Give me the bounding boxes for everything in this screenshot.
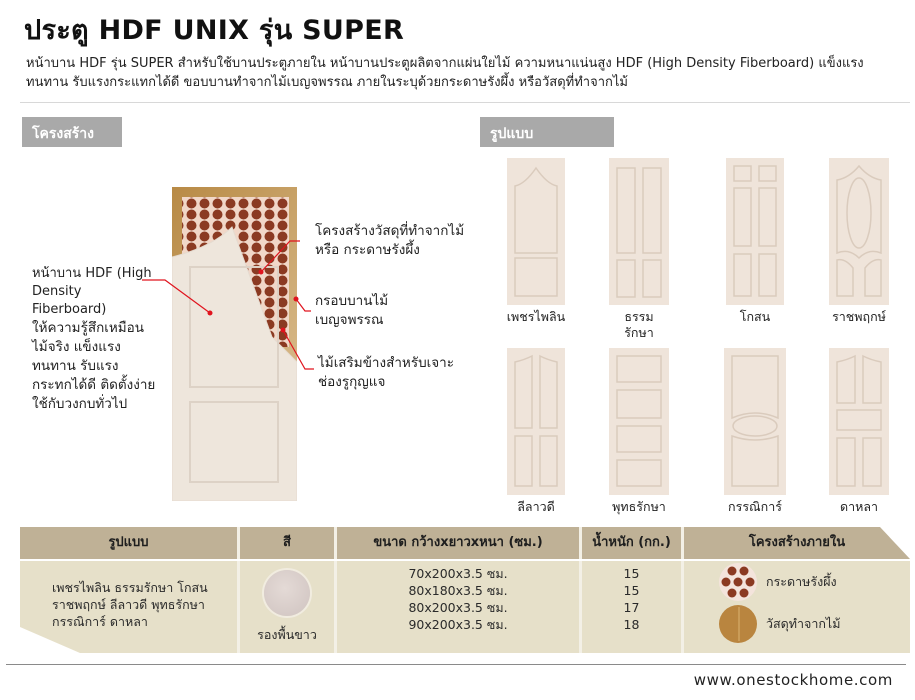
style-label: พุทธรักษา [612, 499, 666, 514]
header-color: สี [240, 527, 337, 559]
cutaway-door-illustration [172, 187, 297, 501]
website-url: www.onestockhome.com [693, 671, 893, 689]
size-value: 80x180x3.5 ซม. [408, 583, 508, 598]
models-line: กรรณิการ์ ดาหลา [52, 614, 148, 629]
callout-hdf-desc: ให้ความรู้สึกเหมือนไม้จริง แข็งแรง ทนทาน… [32, 320, 156, 412]
spec-table: รูปแบบ สี ขนาด กว้างxยาวxหนา (ซม.) น้ำหน… [20, 527, 910, 653]
callout-frame: กรอบบานไม้เบญจพรรณ [315, 293, 389, 328]
cell-color: รองพื้นขาว [240, 561, 337, 653]
callout-hdf-skin: หน้าบาน HDF (High Density Fiberboard) ให… [32, 265, 157, 414]
section-label-structure: โครงสร้าง [22, 117, 122, 147]
color-swatch-primer-white [264, 570, 310, 616]
door-arch-2panel-image [507, 158, 565, 305]
divider [20, 102, 910, 103]
honeycomb-icon [718, 562, 758, 602]
door-arch-5panel-image [829, 348, 889, 495]
header-size: ขนาด กว้างxยาวxหนา (ซม.) [337, 527, 582, 559]
wood-icon [718, 604, 758, 644]
intro-paragraph: หน้าบาน HDF รุ่น SUPER สำหรับใช้บานประตู… [26, 56, 864, 90]
structure-wood: วัสดุทำจากไม้ [684, 603, 910, 645]
weight-value: 17 [623, 600, 640, 615]
style-phuttharaksa: พุทธรักษา [589, 348, 689, 515]
cell-sizes: 70x200x3.5 ซม. 80x180x3.5 ซม. 80x200x3.5… [337, 561, 582, 653]
weight-value: 15 [623, 583, 640, 598]
style-kannika: กรรณิการ์ [705, 348, 805, 515]
door-oval-arch-image [829, 158, 889, 305]
style-label: โกสน [739, 309, 771, 324]
callout-core: โครงสร้างวัสดุที่ทำจากไม้ หรือ กระดาษรัง… [315, 223, 465, 258]
header-weight: น้ำหนัก (กก.) [582, 527, 684, 559]
models-line: เพชรไพลิน ธรรมรักษา โกสน [52, 580, 208, 595]
models-line: ราชพฤกษ์ ลีลาวดี พุทธรักษา [52, 597, 205, 612]
weight-value: 18 [623, 617, 640, 632]
section-label-styles: รูปแบบ [480, 117, 614, 147]
table-header-row: รูปแบบ สี ขนาด กว้างxยาวxหนา (ซม.) น้ำหน… [20, 527, 910, 559]
page-title: ประตู HDF UNIX รุ่น SUPER [24, 15, 405, 46]
color-label: รองพื้นขาว [257, 627, 317, 642]
divider [6, 664, 906, 665]
door-6panel-image [726, 158, 784, 305]
header-structure: โครงสร้างภายใน [748, 535, 846, 550]
door-4panel-image [609, 158, 669, 305]
style-label: ดาหลา [839, 499, 879, 514]
style-label: ราชพฤกษ์ [832, 309, 886, 324]
style-leelawadee: ลีลาวดี [486, 348, 586, 515]
size-value: 90x200x3.5 ซม. [408, 617, 508, 632]
structure-label: วัสดุทำจากไม้ [766, 616, 841, 631]
size-value: 70x200x3.5 ซม. [408, 566, 508, 581]
style-label: กรรณิการ์ [728, 499, 782, 514]
cell-structures: กระดาษรังผึ้ง วัสดุทำจากไม้ [684, 561, 910, 653]
structure-label: กระดาษรังผึ้ง [766, 574, 837, 589]
door-4horizontal-image [609, 348, 669, 495]
cell-weights: 15 15 17 18 [582, 561, 684, 653]
callout-lock-block: ไม้เสริมข้างสำหรับเจาะช่องรูกุญแจ [318, 355, 454, 390]
table-row: เพชรไพลิน ธรรมรักษา โกสน ราชพฤกษ์ ลีลาวด… [20, 561, 910, 653]
size-value: 80x200x3.5 ซม. [408, 600, 508, 615]
style-label: ธรรม รักษา [624, 309, 654, 340]
cell-models: เพชรไพลิน ธรรมรักษา โกสน ราชพฤกษ์ ลีลาวด… [20, 561, 240, 653]
door-oval-middle-image [724, 348, 786, 495]
weight-value: 15 [623, 566, 640, 581]
header-style: รูปแบบ [20, 527, 240, 559]
style-label: ลีลาวดี [517, 499, 555, 514]
style-phet-phailin: เพชรไพลิน [486, 158, 586, 325]
style-label: เพชรไพลิน [506, 309, 566, 324]
style-thamma-raksa: ธรรม รักษา [589, 158, 689, 341]
structure-honeycomb: กระดาษรังผึ้ง [684, 561, 910, 603]
callout-hdf-title: หน้าบาน HDF (High Density Fiberboard) [32, 266, 152, 317]
style-dahla: ดาหลา [809, 348, 909, 515]
door-arch-4panel-image [507, 348, 565, 495]
table-background [20, 527, 910, 653]
style-kosan: โกสน [705, 158, 805, 325]
style-ratchaphruek: ราชพฤกษ์ [809, 158, 909, 325]
